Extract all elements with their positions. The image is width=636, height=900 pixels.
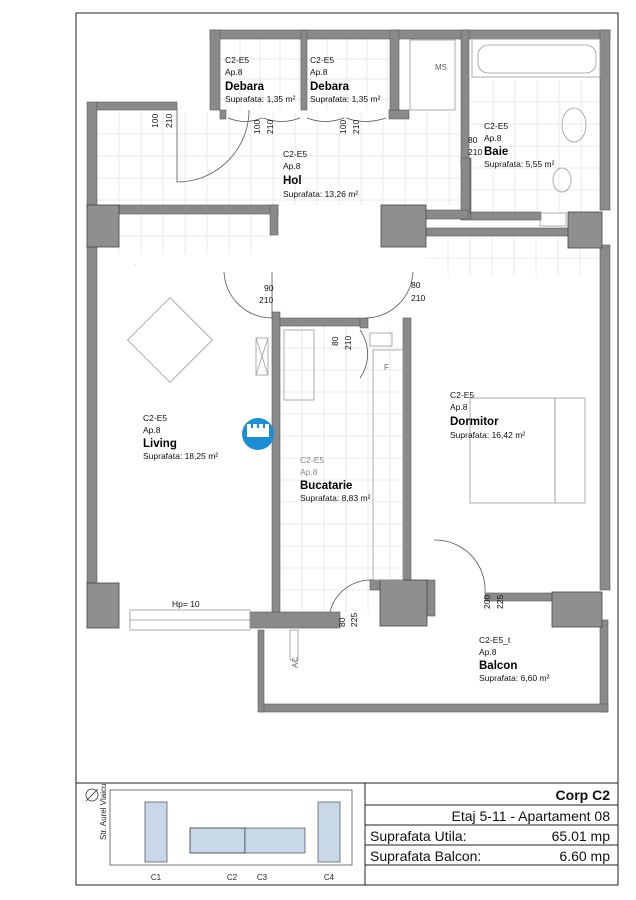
svg-text:210: 210 [468, 147, 482, 157]
key-plan: Str. Aurel Vlaicu C1 C2 C3 C4 [85, 784, 353, 882]
room-label-debara-1: C2-E5 Ap.8 Debara Suprafata: 1,35 m² [225, 55, 296, 104]
svg-text:C4: C4 [324, 873, 335, 882]
walls [86, 29, 611, 713]
svg-text:C2-E5: C2-E5 [450, 390, 474, 400]
svg-text:Ap.8: Ap.8 [450, 402, 468, 412]
svg-text:Ap.8: Ap.8 [310, 67, 328, 77]
svg-text:Suprafata: 8,83 m²: Suprafata: 8,83 m² [300, 493, 371, 503]
location-marker-icon [242, 418, 274, 450]
fixtures [127, 38, 601, 661]
svg-text:C2-E5: C2-E5 [300, 455, 324, 465]
room-label-bucatarie: C2-E5 Ap.8 Bucatarie Suprafata: 8,83 m² [300, 455, 371, 503]
svg-text:Ap.8: Ap.8 [484, 133, 502, 143]
balcony-area-value: 6.60 mp [559, 848, 610, 864]
svg-text:80: 80 [330, 336, 340, 346]
room-label-living: C2-E5 Ap.8 Living Suprafata: 18,25 m² [143, 413, 218, 461]
svg-text:Living: Living [143, 438, 177, 450]
svg-text:C2-E5: C2-E5 [484, 121, 508, 131]
floor-tiles [97, 39, 600, 612]
room-label-debara-2: C2-E5 Ap.8 Debara Suprafata: 1,35 m² [310, 55, 381, 104]
svg-text:C2: C2 [227, 873, 238, 882]
svg-text:AC: AC [291, 657, 300, 668]
svg-text:Ap.8: Ap.8 [300, 467, 318, 477]
svg-text:210: 210 [164, 114, 174, 128]
svg-text:210: 210 [343, 336, 353, 350]
svg-text:C3: C3 [257, 873, 268, 882]
svg-text:C2-E5: C2-E5 [310, 55, 334, 65]
svg-text:225: 225 [349, 613, 359, 627]
svg-text:100: 100 [150, 114, 160, 128]
svg-text:Ap.8: Ap.8 [225, 67, 243, 77]
svg-text:Suprafata: 13,26 m²: Suprafata: 13,26 m² [283, 189, 358, 199]
svg-text:Ap.8: Ap.8 [143, 425, 161, 435]
svg-text:Dormitor: Dormitor [450, 416, 499, 428]
floor-apartment: Etaj 5-11 - Apartament 08 [452, 808, 611, 824]
room-label-hol: C2-E5 Ap.8 Hol Suprafata: 13,26 m² [283, 149, 358, 199]
svg-text:C2-E5: C2-E5 [143, 413, 167, 423]
svg-text:90: 90 [264, 283, 274, 293]
svg-text:Debara: Debara [225, 81, 265, 93]
svg-text:Bucatarie: Bucatarie [300, 480, 352, 492]
balcony-area-label: Suprafata Balcon: [370, 848, 481, 864]
svg-text:C2-E5_t: C2-E5_t [479, 635, 511, 645]
svg-text:Balcon: Balcon [479, 660, 517, 672]
fixture-labels: MS F AC [291, 63, 447, 668]
room-label-balcon: C2-E5_t Ap.8 Balcon Suprafata: 6,60 m² [479, 635, 550, 683]
svg-text:MS: MS [435, 63, 447, 72]
svg-text:C2-E5: C2-E5 [225, 55, 249, 65]
doors [176, 109, 486, 613]
title-block: Corp C2 Etaj 5-11 - Apartament 08 Supraf… [76, 782, 618, 885]
svg-text:Ap.8: Ap.8 [479, 647, 497, 657]
svg-text:Suprafata: 1,35 m²: Suprafata: 1,35 m² [225, 94, 296, 104]
svg-text:80: 80 [468, 135, 478, 145]
room-label-dormitor: C2-E5 Ap.8 Dormitor Suprafata: 16,42 m² [450, 390, 525, 440]
svg-text:225: 225 [495, 595, 505, 609]
building-title: Corp C2 [556, 787, 611, 803]
svg-text:Suprafata: 5,55 m²: Suprafata: 5,55 m² [484, 159, 555, 169]
svg-text:Ap.8: Ap.8 [283, 161, 301, 171]
svg-text:210: 210 [259, 295, 273, 305]
svg-text:C2-E5: C2-E5 [283, 149, 307, 159]
svg-text:80: 80 [337, 617, 347, 627]
svg-text:Suprafata: 1,35 m²: Suprafata: 1,35 m² [310, 94, 381, 104]
svg-text:Suprafata: 16,42 m²: Suprafata: 16,42 m² [450, 430, 525, 440]
svg-text:Hp= 10: Hp= 10 [172, 599, 200, 609]
compass-icon [85, 788, 99, 802]
room-label-baie: C2-E5 Ap.8 Baie Suprafata: 5,55 m² [484, 121, 555, 169]
svg-text:80: 80 [411, 280, 421, 290]
useful-area-value: 65.01 mp [552, 828, 611, 844]
svg-text:F: F [384, 363, 389, 372]
svg-text:Suprafata: 6,60 m²: Suprafata: 6,60 m² [479, 673, 550, 683]
svg-text:100: 100 [338, 120, 348, 134]
svg-text:200: 200 [482, 595, 492, 609]
sheet-frame [75, 12, 619, 886]
svg-text:100: 100 [252, 120, 262, 134]
svg-text:Suprafata: 18,25 m²: Suprafata: 18,25 m² [143, 451, 218, 461]
svg-text:Str. Aurel Vlaicu: Str. Aurel Vlaicu [99, 784, 108, 840]
structural-columns [86, 204, 603, 629]
svg-text:210: 210 [411, 293, 425, 303]
svg-text:Baie: Baie [484, 146, 508, 158]
svg-text:Hol: Hol [283, 175, 302, 187]
useful-area-label: Suprafata Utila: [370, 828, 467, 844]
svg-text:C1: C1 [151, 873, 162, 882]
door-dimensions: 100 210 100 210 100 210 80 210 90 210 80… [150, 114, 505, 627]
svg-text:210: 210 [265, 120, 275, 134]
svg-text:210: 210 [351, 120, 361, 134]
svg-text:Debara: Debara [310, 81, 350, 93]
